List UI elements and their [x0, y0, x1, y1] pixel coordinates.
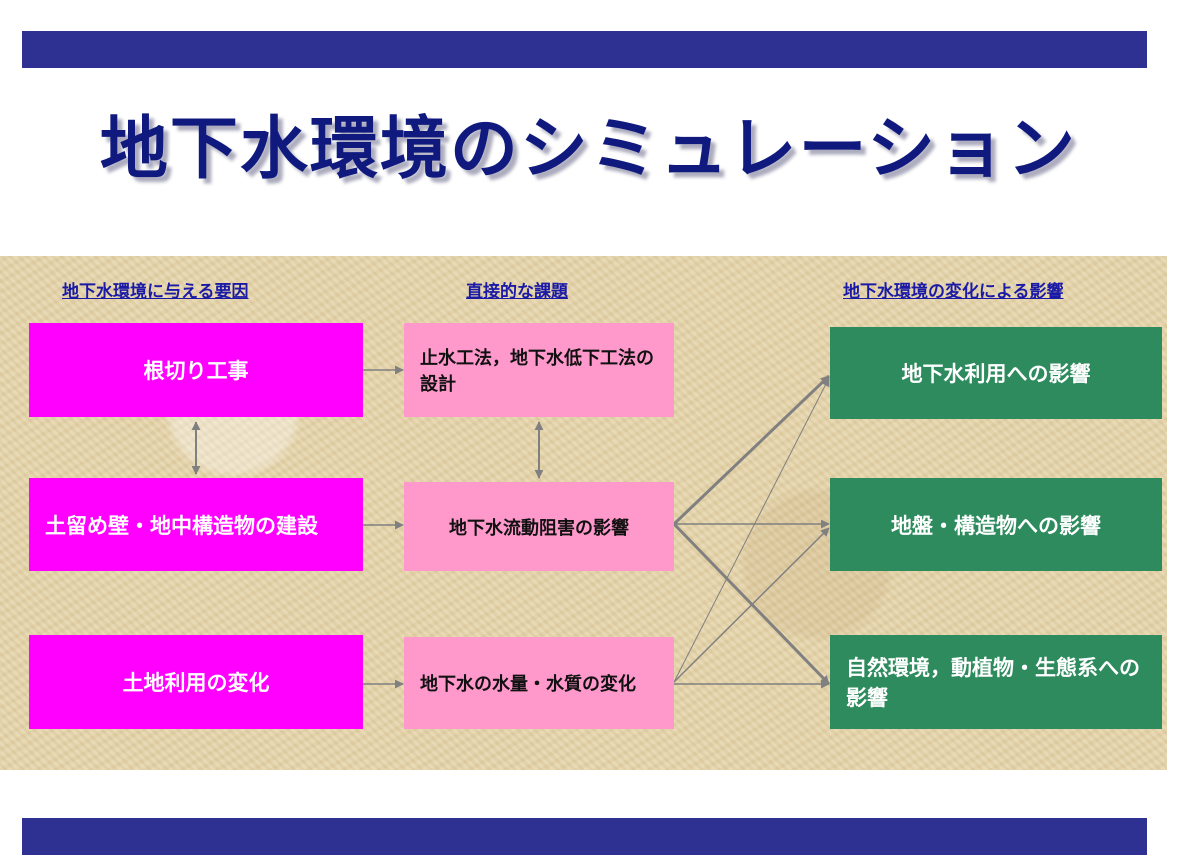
issue-water-quantity-quality[interactable]: 地下水の水量・水質の変化 — [404, 637, 674, 729]
impact-groundwater-use[interactable]: 地下水利用への影響 — [830, 327, 1162, 419]
issue-flow-obstruction[interactable]: 地下水流動阻害の影響 — [404, 482, 674, 571]
issue-cutoff-design[interactable]: 止水工法，地下水低下工法の設計 — [404, 323, 674, 417]
factor-excavation[interactable]: 根切り工事 — [29, 323, 363, 417]
arrow-issue3-impact1 — [673, 377, 830, 683]
flow-arrows — [191, 365, 831, 689]
factor-retaining-wall[interactable]: 土留め壁・地中構造物の建設 — [29, 478, 363, 571]
bottom-banner-bar — [22, 818, 1147, 855]
factor-land-use[interactable]: 土地利用の変化 — [29, 635, 363, 729]
heading-issues[interactable]: 直接的な課題 — [466, 282, 568, 302]
page-title: 地下水環境のシミュレーション — [99, 110, 1078, 189]
heading-factors[interactable]: 地下水環境に与える要因 — [62, 282, 249, 302]
diagram-panel: 地下水環境に与える要因 直接的な課題 地下水環境の変化による影響 根切り工事 土… — [0, 256, 1167, 770]
heading-impacts[interactable]: 地下水環境の変化による影響 — [843, 282, 1064, 302]
impact-natural-environment[interactable]: 自然環境，動植物・生態系への影響 — [830, 635, 1162, 729]
top-banner-bar — [22, 31, 1147, 68]
arrow-issue3-impact2 — [673, 527, 830, 683]
impact-ground-structures[interactable]: 地盤・構造物への影響 — [830, 478, 1162, 571]
arrow-issue2-impact1 — [672, 374, 831, 526]
